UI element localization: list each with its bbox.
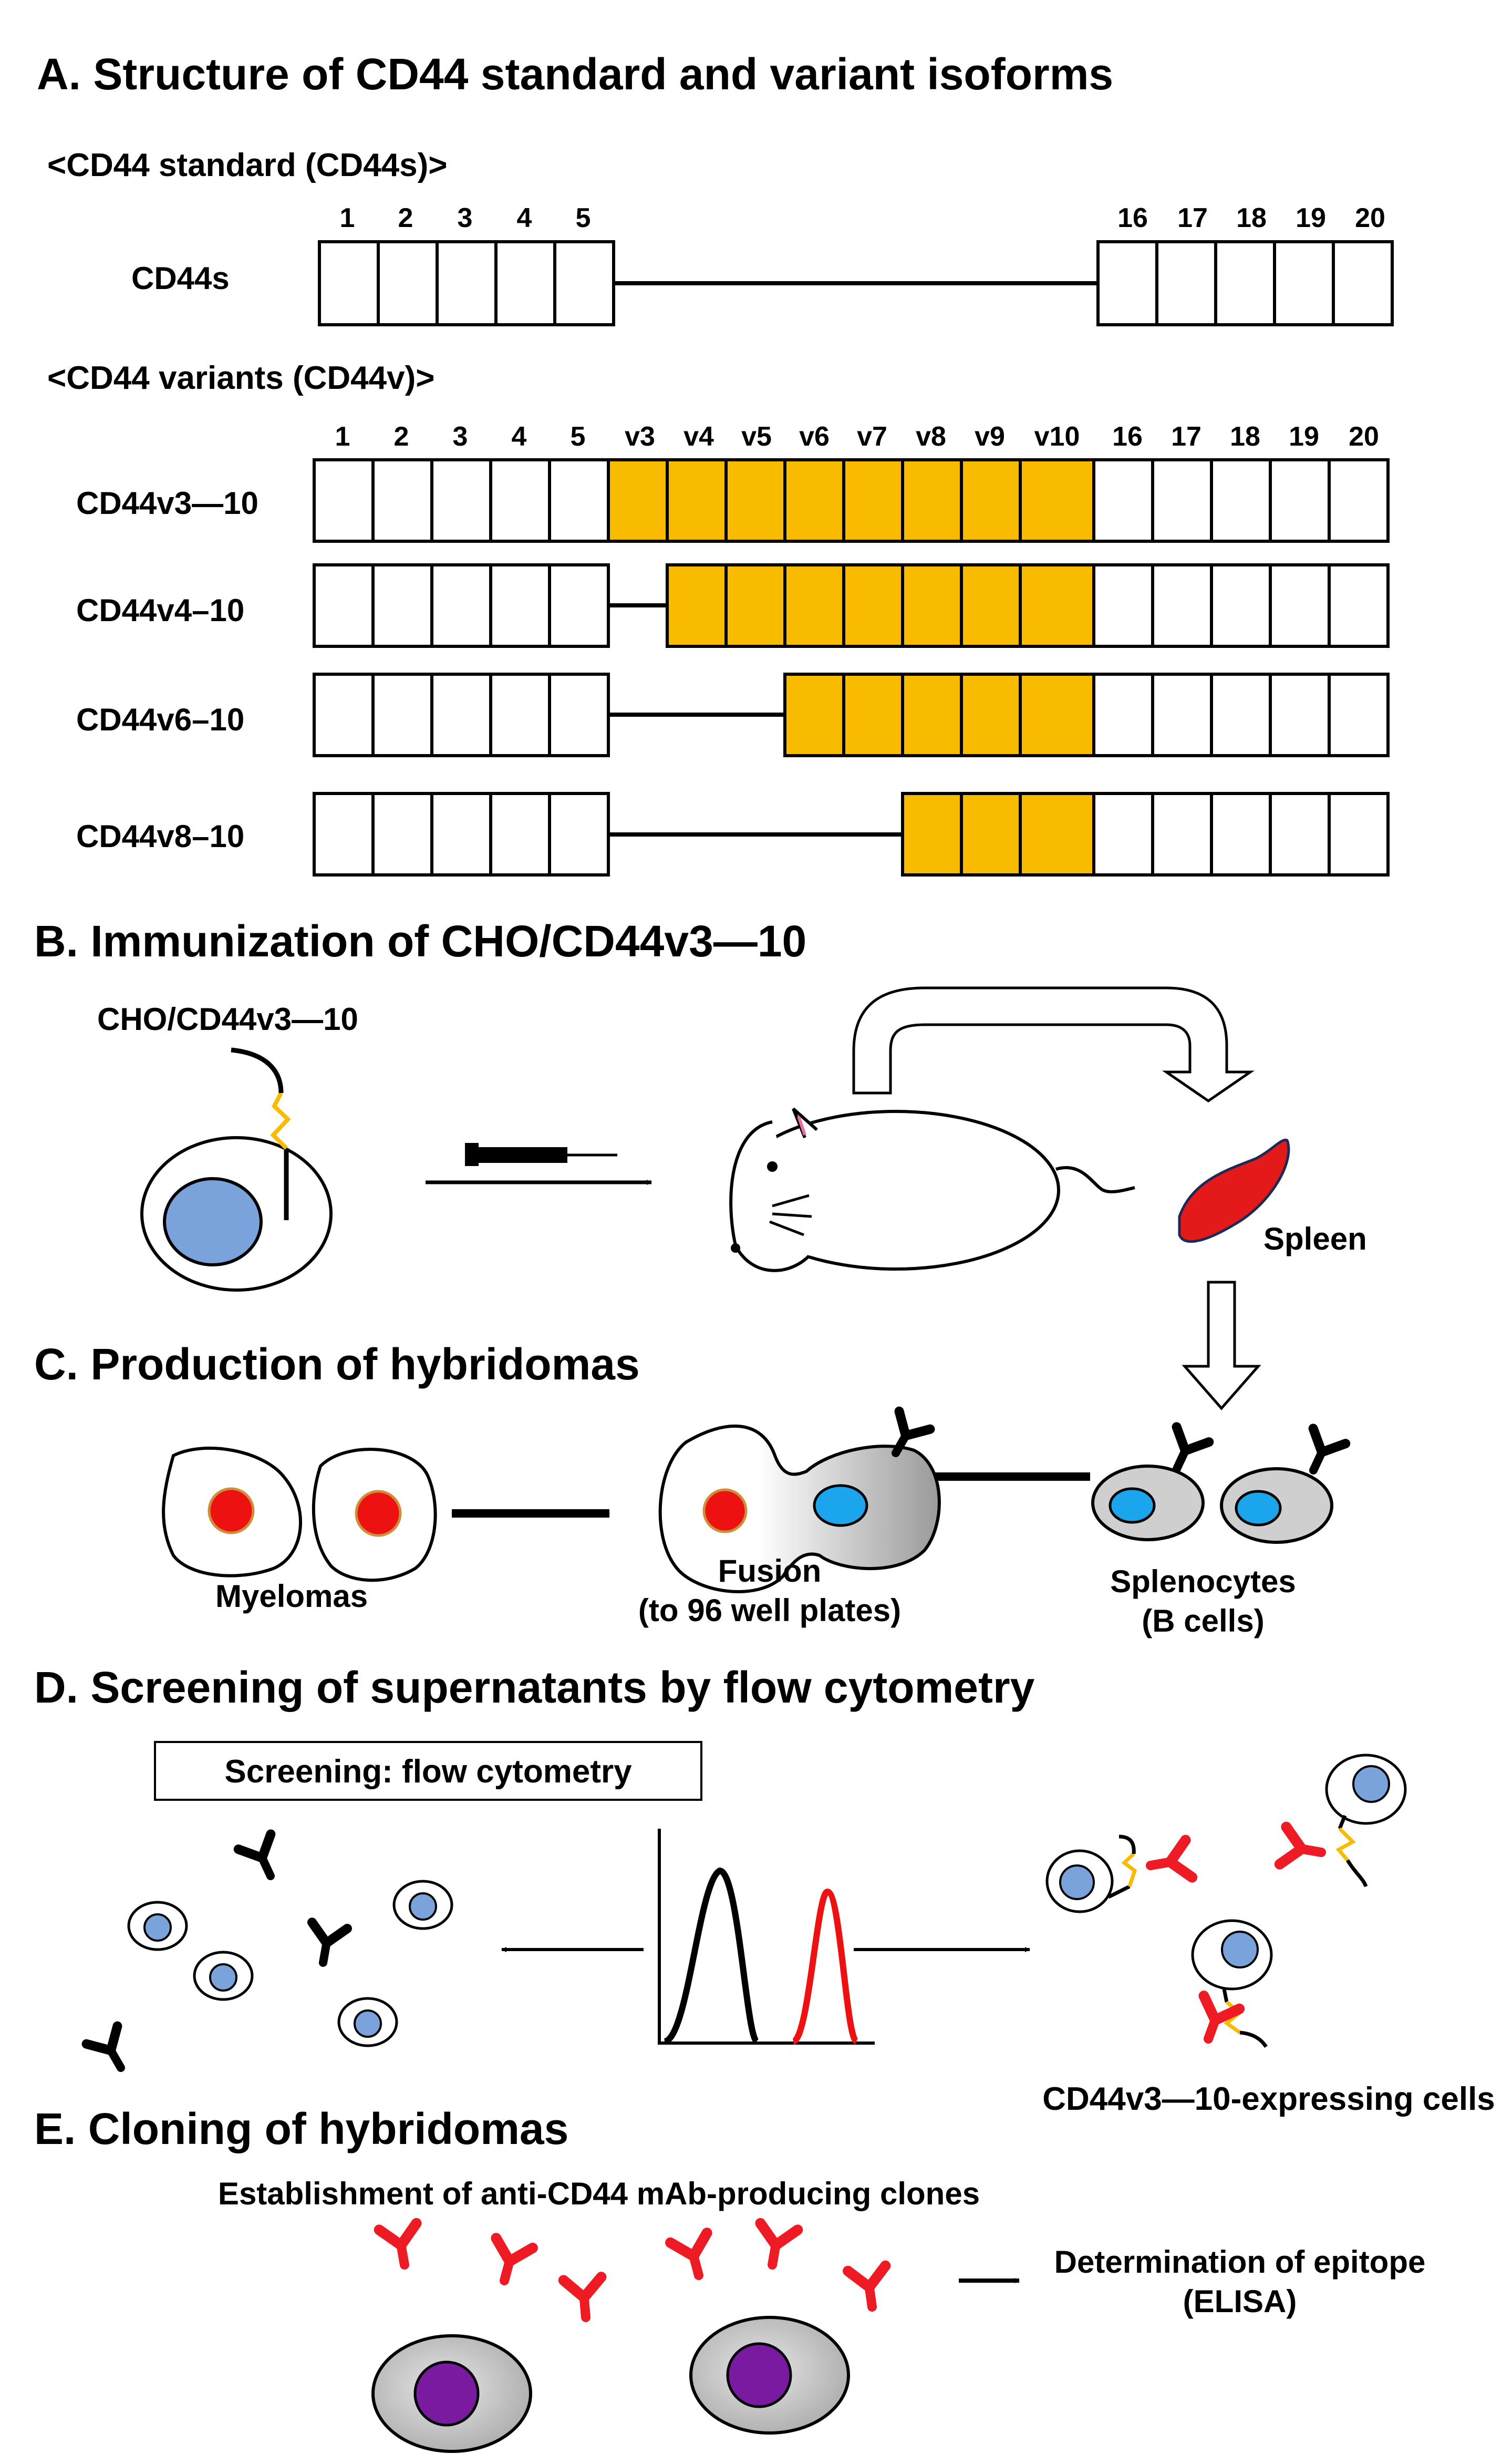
section-c-title: C. Production of hybridomas <box>34 1339 640 1389</box>
section-b-title: B. Immunization of CHO/CD44v3—10 <box>34 916 806 966</box>
epitope-label: Determination of epitope <box>1054 2244 1426 2280</box>
svg-text:v10: v10 <box>1034 421 1080 452</box>
flow-histogram <box>658 1829 875 2045</box>
isoform-row-cd44v3-10 <box>313 458 1390 543</box>
unbound-cells <box>87 1834 453 2077</box>
splenocytes-sublabel: (B cells) <box>1142 1603 1264 1638</box>
screening-box <box>154 1741 702 1801</box>
svg-text:3: 3 <box>453 421 468 452</box>
spleen-label: Spleen <box>1263 1221 1367 1256</box>
svg-text:2: 2 <box>394 421 409 452</box>
myelomas-label: Myelomas <box>215 1579 368 1614</box>
svg-text:17: 17 <box>1171 421 1201 452</box>
isoform-row-cd44v6-10 <box>313 673 1390 757</box>
syringe-icon <box>465 1143 617 1166</box>
svg-text:4: 4 <box>517 203 532 233</box>
expressing-cells <box>1045 1754 1407 2047</box>
isoform-label-cd44v4-10: CD44v4–10 <box>76 593 244 628</box>
isoform-row-cd44v4-10 <box>313 563 1390 648</box>
standard-heading: <CD44 standard (CD44s)> <box>47 147 448 183</box>
variants-heading: <CD44 variants (CD44v)> <box>47 360 434 396</box>
spleen-icon <box>1178 1138 1290 1243</box>
svg-text:20: 20 <box>1349 421 1379 452</box>
svg-text:v3: v3 <box>625 421 655 452</box>
svg-text:5: 5 <box>571 421 586 452</box>
screening-box-label: Screening: flow cytometry <box>224 1754 632 1790</box>
injection-arrow <box>426 1143 652 1185</box>
svg-text:v7: v7 <box>857 421 887 452</box>
svg-text:20: 20 <box>1355 203 1385 233</box>
mouse-icon <box>729 1107 1135 1272</box>
produced-antibodies <box>379 2223 891 2319</box>
variant-exon-numbers: 1 2 3 4 5 v3 v4 v5 v6 v7 v8 v9 v10 16 17… <box>335 421 1379 452</box>
svg-text:3: 3 <box>458 203 473 233</box>
splenocytes-label: Splenocytes <box>1110 1564 1296 1599</box>
isoform-row-cd44v8-10 <box>313 792 1390 877</box>
expressing-cells-label: CD44v3—10-expressing cells <box>1042 2081 1495 2117</box>
fusion-sublabel: (to 96 well plates) <box>638 1593 901 1628</box>
svg-text:4: 4 <box>512 421 527 452</box>
cho-cell-nucleus <box>163 1177 263 1266</box>
svg-text:v4: v4 <box>683 421 714 452</box>
curved-arrow <box>852 986 1255 1103</box>
cho-cell <box>140 1047 333 1292</box>
svg-text:2: 2 <box>398 203 413 233</box>
section-a-title: A. Structure of CD44 standard and varian… <box>37 49 1113 99</box>
isoform-label-cd44v6-10: CD44v6–10 <box>76 702 244 737</box>
svg-text:v5: v5 <box>741 421 772 452</box>
svg-text:1: 1 <box>335 421 350 452</box>
svg-text:17: 17 <box>1177 203 1208 233</box>
svg-text:19: 19 <box>1289 421 1319 452</box>
cho-cell-label: CHO/CD44v3—10 <box>97 1002 358 1037</box>
down-arrow <box>1182 1281 1261 1410</box>
svg-text:18: 18 <box>1236 203 1267 233</box>
svg-text:16: 16 <box>1112 421 1143 452</box>
antigen-linker-icon <box>270 1092 291 1150</box>
clones-label: Establishment of anti-CD44 mAb-producing… <box>218 2176 980 2211</box>
standard-exon-numbers: 1 2 3 4 5 16 17 18 19 20 <box>340 203 1385 233</box>
svg-text:16: 16 <box>1117 203 1148 233</box>
section-d-title: D. Screening of supernatants by flow cyt… <box>34 1663 1035 1712</box>
isoform-label-cd44v8-10: CD44v8–10 <box>76 819 244 854</box>
hybridoma-clones <box>371 2316 850 2453</box>
section-e-title: E. Cloning of hybridomas <box>34 2104 568 2153</box>
svg-text:1: 1 <box>340 203 355 233</box>
fusion-cell <box>658 1411 941 1593</box>
splenocyte-cells <box>1091 1427 1345 1544</box>
svg-text:v8: v8 <box>916 421 946 452</box>
myeloma-cells <box>162 1446 437 1582</box>
epitope-sublabel: (ELISA) <box>1183 2284 1297 2319</box>
svg-text:v6: v6 <box>799 421 830 452</box>
isoform-label-cd44v3-10: CD44v3—10 <box>76 486 258 521</box>
svg-text:18: 18 <box>1230 421 1260 452</box>
fusion-label: Fusion <box>718 1553 822 1589</box>
isoform-label-cd44s: CD44s <box>131 261 230 296</box>
isoform-row-cd44s <box>318 240 1394 326</box>
svg-text:19: 19 <box>1296 203 1326 233</box>
svg-text:v9: v9 <box>975 421 1005 452</box>
svg-text:5: 5 <box>576 203 591 233</box>
